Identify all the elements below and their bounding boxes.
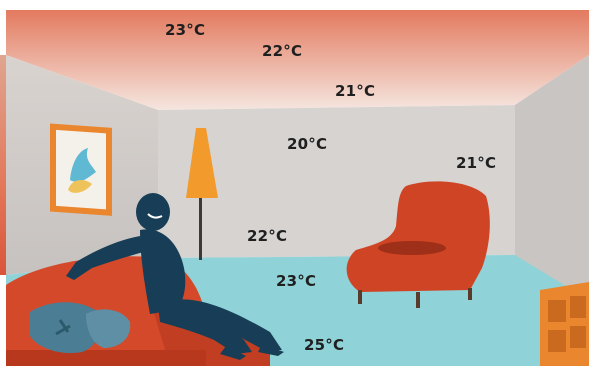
temperature-label-lower: 23°C xyxy=(276,272,316,290)
temperature-label-wall-right: 21°C xyxy=(456,154,496,172)
temperature-label-ceiling-right: 21°C xyxy=(335,82,375,100)
temperature-label-floor: 25°C xyxy=(304,336,344,354)
side-cabinet xyxy=(540,282,589,366)
temperature-label-ceiling-center: 22°C xyxy=(262,42,302,60)
temperature-label-mid-left: 22°C xyxy=(247,227,287,245)
temperature-label-ceiling-left: 23°C xyxy=(165,21,205,39)
temperature-label-wall-center: 20°C xyxy=(287,135,327,153)
wall-picture xyxy=(50,123,112,215)
